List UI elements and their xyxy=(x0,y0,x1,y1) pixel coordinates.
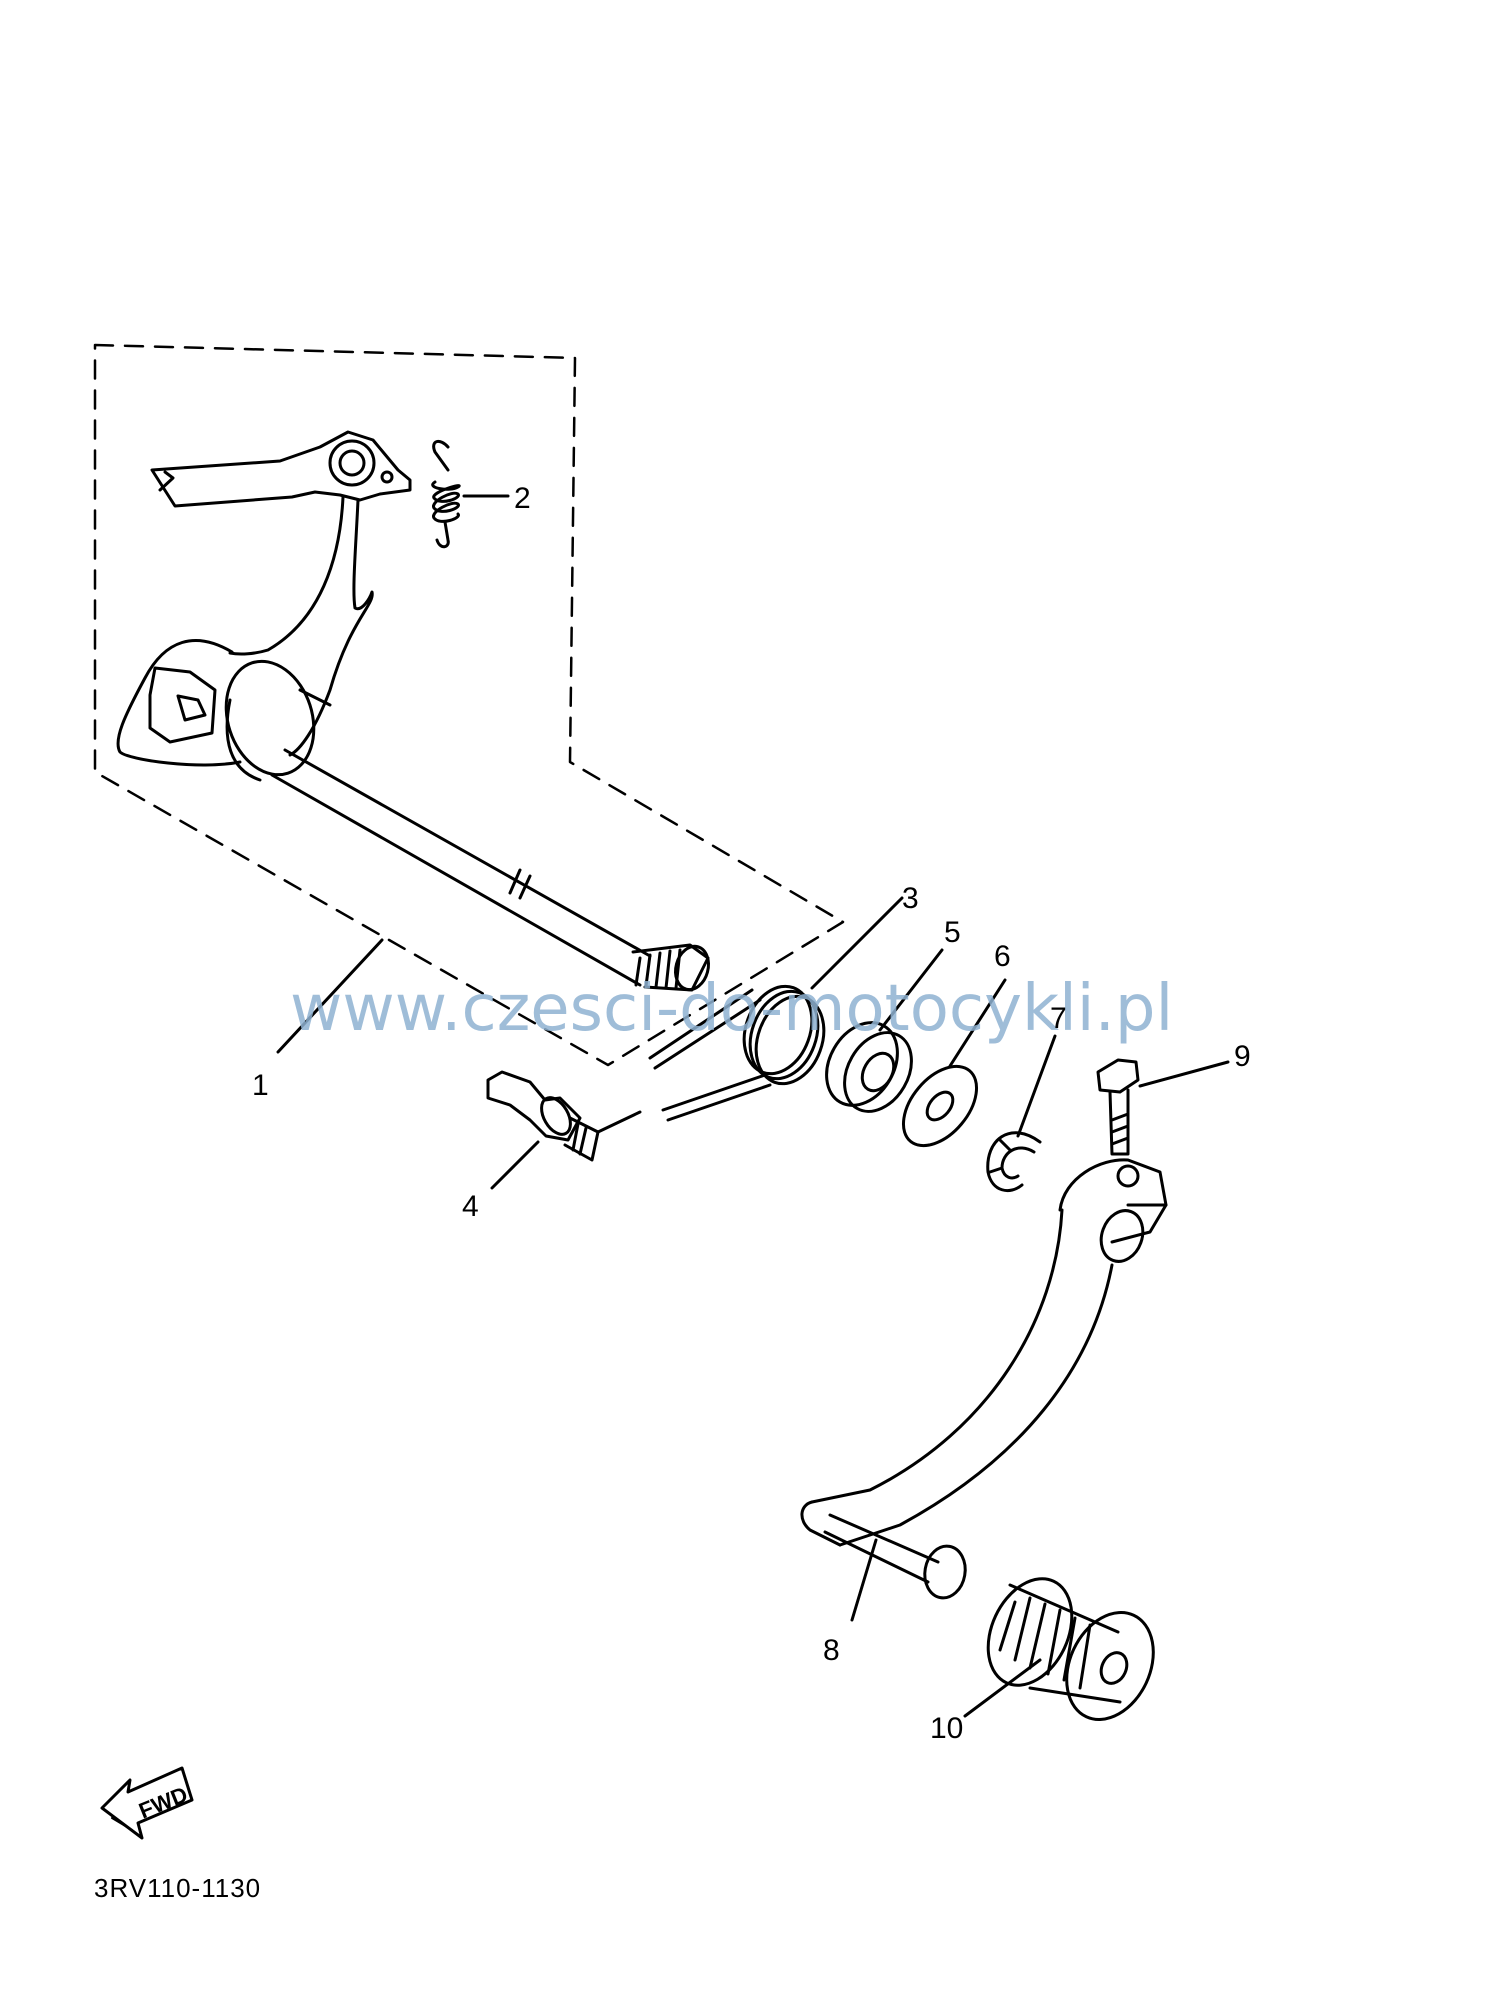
assembly-boundary xyxy=(93,343,845,1067)
diagram-code: 3RV110-1130 xyxy=(94,1873,262,1903)
leader-line-1 xyxy=(276,938,384,1054)
washer-part xyxy=(901,1064,979,1148)
callout-10: 10 xyxy=(930,1712,963,1745)
fwd-arrow-icon xyxy=(100,1766,194,1840)
leader-line-3 xyxy=(810,896,904,990)
shift-shaft-assembly xyxy=(116,430,710,992)
stud-bolt-part xyxy=(486,1070,642,1162)
callout-7: 7 xyxy=(1050,1002,1067,1035)
spring-part xyxy=(431,439,461,549)
leader-line-10 xyxy=(963,1658,1042,1718)
leader-line-8 xyxy=(850,1538,878,1622)
fwd-label: FWD xyxy=(135,1782,191,1824)
leader-line-4 xyxy=(490,1140,540,1190)
leader-line-6 xyxy=(948,978,1007,1068)
circlip-part xyxy=(986,1131,1042,1193)
leader-line-5 xyxy=(878,948,944,1032)
callout-6: 6 xyxy=(994,940,1011,973)
watermark-text: www.czesci-do-motocykli.pl xyxy=(290,972,1173,1046)
callout-1: 1 xyxy=(252,1069,269,1102)
callout-2: 2 xyxy=(514,482,531,515)
leader-line-9 xyxy=(1138,1060,1230,1088)
bolt-part xyxy=(1096,1058,1140,1156)
callout-5: 5 xyxy=(944,916,961,949)
pedal-rubber-part xyxy=(986,1577,1155,1721)
callout-3: 3 xyxy=(902,882,919,915)
torsion-spring-part xyxy=(648,984,826,1122)
callout-4: 4 xyxy=(462,1190,479,1223)
leader-line-7 xyxy=(1016,1034,1057,1138)
shift-pedal-part xyxy=(800,1158,1168,1600)
callout-8: 8 xyxy=(823,1634,840,1667)
callout-9: 9 xyxy=(1234,1040,1251,1073)
